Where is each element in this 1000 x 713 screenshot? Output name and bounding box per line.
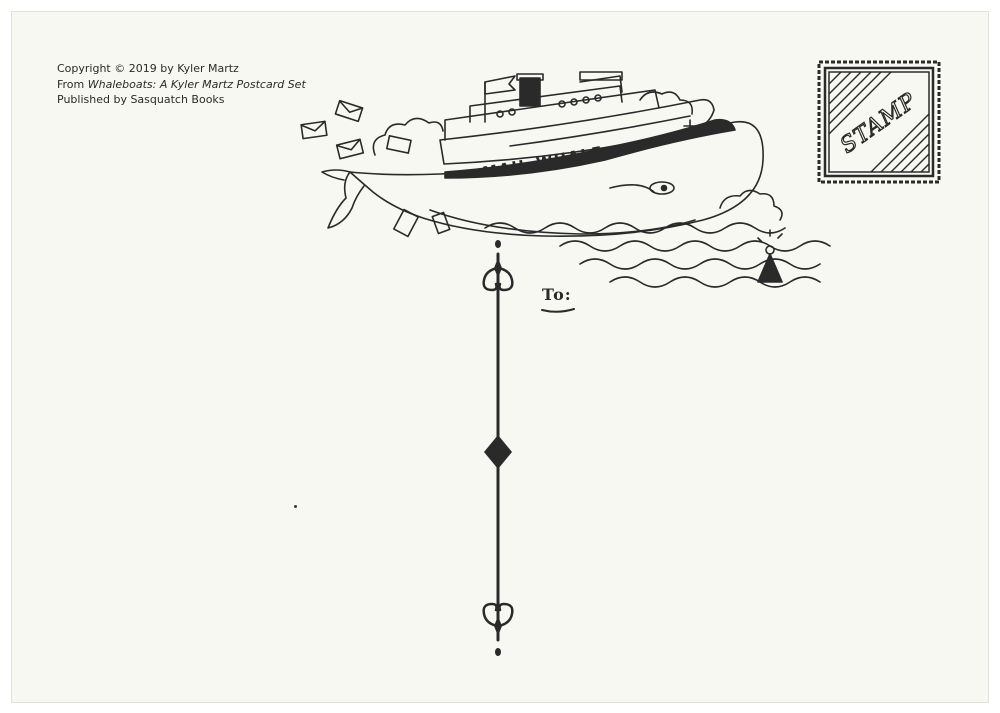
to-label: To: [542,285,572,304]
whale-back-shade [444,118,736,179]
from-prefix: From [57,77,88,91]
anchor-icon [683,119,697,135]
ship-name-label: MAIL WHALE [481,143,605,182]
cloud-lower-right [719,189,783,221]
ink-speck [294,505,297,508]
ship-hull [439,98,715,165]
to-underline [541,308,575,313]
stamp-label: STAMP [836,88,922,158]
whale-mouth [609,184,655,193]
stamp-box: STAMP [815,58,943,186]
divider-ornament [482,240,514,656]
ship-portholes [496,94,602,118]
whale-belly [429,209,696,235]
book-title: Whaleboats: A Kyler Martz Postcard Set [87,77,306,91]
copyright-line: Copyright © 2019 by Kyler Martz [57,62,239,75]
stamp-drawing: STAMP [817,60,941,184]
buoy [757,253,783,283]
center-divider [468,240,528,660]
center-diamond [484,435,512,469]
publisher-line: Published by Sasquatch Books [57,93,225,106]
cloud-left [372,117,444,156]
ship-flag [484,75,516,95]
copyright-block: Copyright © 2019 by Kyler Martz From Wha… [57,61,306,108]
postcard-back: Copyright © 2019 by Kyler Martz From Wha… [12,12,988,702]
ship-funnel [519,77,541,107]
sea-waves [484,222,831,288]
from-line: From Whaleboats: A Kyler Martz Postcard … [57,77,306,93]
whale-tail [327,171,365,229]
cloud-right [639,91,694,115]
mail-whale-illustration: MAIL WHALE [280,60,880,305]
mail-whale-drawing: MAIL WHALE [300,71,831,288]
ship-cabin-lower [444,89,660,141]
ship-cabin-upper [469,85,623,123]
whale-eye [649,181,675,195]
